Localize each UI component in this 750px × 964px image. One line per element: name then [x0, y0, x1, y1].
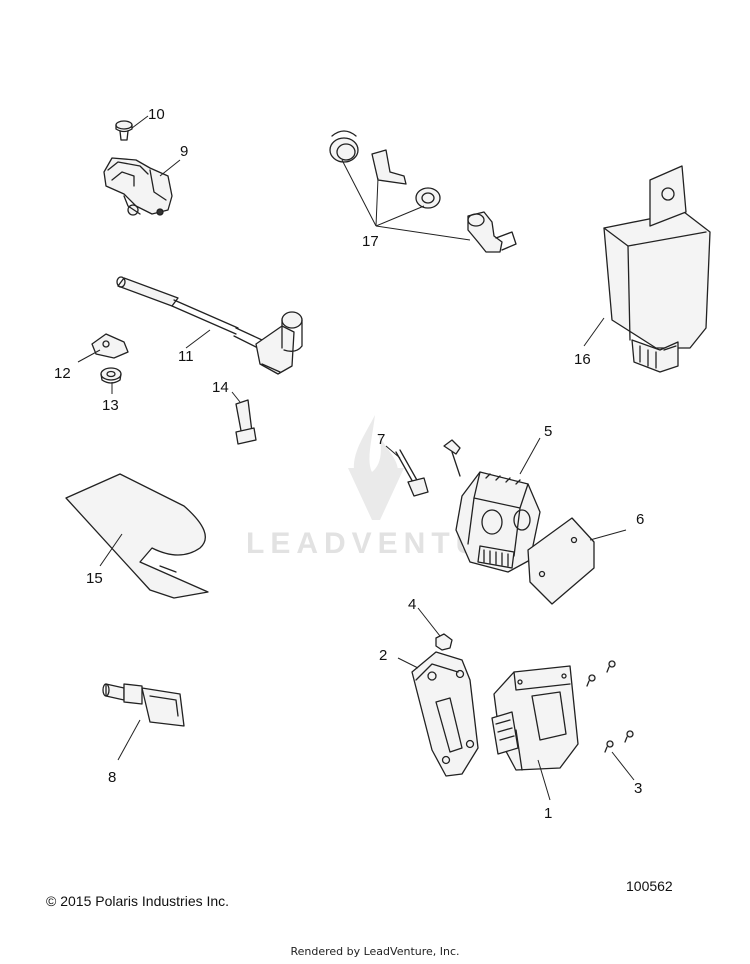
part-9-map-sensor[interactable] — [103, 157, 173, 216]
part-4-nut[interactable] — [435, 633, 453, 651]
watermark-v-icon — [348, 468, 404, 520]
diagram-reference-number: 100562 — [626, 878, 673, 894]
callout-8: 8 — [108, 769, 116, 786]
callout-12: 12 — [54, 365, 71, 382]
callout-9: 9 — [180, 143, 188, 160]
callout-14: 14 — [212, 379, 229, 396]
part-2-bracket[interactable] — [411, 651, 479, 777]
part-11-speed-sensor[interactable] — [116, 276, 303, 375]
callout-11: 11 — [178, 348, 194, 365]
callout-2: 2 — [379, 647, 387, 664]
callout-5: 5 — [544, 423, 552, 440]
callout-3: 3 — [634, 780, 642, 797]
part-10-bolt[interactable] — [115, 120, 133, 141]
callout-4: 4 — [408, 596, 416, 613]
callout-1: 1 — [544, 805, 552, 822]
part-14-bolt[interactable] — [235, 399, 257, 445]
leader-lines — [77, 115, 635, 801]
part-8-temp-sensor[interactable] — [102, 683, 185, 727]
callout-10: 10 — [148, 106, 165, 123]
rendered-by-text: Rendered by LeadVenture, Inc. — [290, 945, 460, 958]
callout-7: 7 — [377, 431, 385, 448]
part-7-screw[interactable] — [395, 449, 429, 497]
part-3-screws[interactable] — [586, 660, 634, 753]
copyright-text: © 2015 Polaris Industries Inc. — [46, 893, 230, 909]
callout-16: 16 — [574, 351, 591, 368]
callout-17: 17 — [362, 233, 379, 250]
part-16-module[interactable] — [603, 165, 711, 373]
callout-13: 13 — [102, 397, 119, 414]
callout-15: 15 — [86, 570, 103, 587]
callout-6: 6 — [636, 511, 644, 528]
part-17-kit[interactable] — [329, 130, 517, 253]
part-12-clip[interactable] — [91, 333, 129, 359]
watermark-flame-icon — [353, 415, 399, 512]
callout-labels: 1 2 3 4 5 6 7 8 9 10 11 12 13 14 15 16 1… — [54, 106, 644, 822]
part-13-grommet[interactable] — [100, 367, 122, 384]
part-15-pad[interactable] — [65, 473, 209, 599]
part-1-ecu[interactable] — [491, 665, 579, 771]
part-6-cover[interactable] — [527, 517, 595, 605]
